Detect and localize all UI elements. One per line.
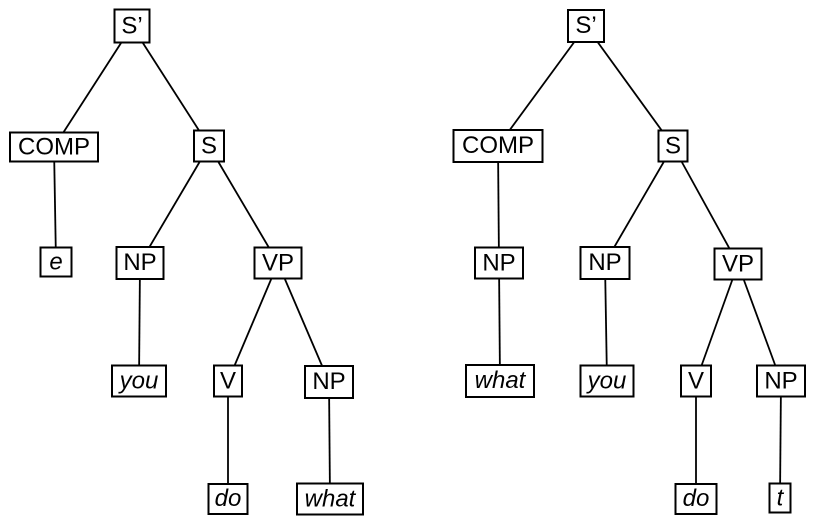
edge-right-comp-np_comp <box>497 145 500 264</box>
edge-right-s-np_subj <box>604 145 674 264</box>
edge-left-comp-e <box>53 146 57 263</box>
tree-node-left-s: S <box>193 129 225 163</box>
tree-node-right-t: t <box>768 482 792 514</box>
edge-left-vp-v <box>227 262 279 382</box>
edge-left-sbar-comp <box>53 25 133 148</box>
tree-node-left-np_subj: NP <box>115 246 165 280</box>
tree-node-right-np_subj: NP <box>579 246 631 280</box>
edge-left-sbar-s <box>131 25 210 147</box>
edge-left-vp-np_obj <box>277 262 330 383</box>
tree-node-right-np_obj: NP <box>756 364 806 398</box>
tree-node-left-comp: COMP <box>9 131 99 163</box>
edge-right-sbar-comp <box>497 25 587 147</box>
edge-right-s-vp <box>672 145 739 265</box>
tree-node-right-do: do <box>674 483 718 515</box>
tree-node-left-do: do <box>207 483 249 515</box>
tree-node-right-sbar: S’ <box>567 9 605 43</box>
edge-left-np_subj-you <box>138 262 141 382</box>
edge-right-vp-np_obj <box>737 263 782 382</box>
tree-node-left-sbar: S’ <box>113 8 151 44</box>
tree-node-left-vp: VP <box>253 246 303 280</box>
edge-right-np_comp-what <box>498 262 501 382</box>
tree-node-left-e: e <box>39 246 73 278</box>
tree-node-right-you: you <box>579 364 635 398</box>
tree-node-left-what: what <box>296 482 364 516</box>
edge-right-np_obj-t <box>779 380 782 499</box>
edge-left-s-vp <box>208 145 279 264</box>
tree-node-left-np_obj: NP <box>304 365 354 399</box>
tree-node-right-what: what <box>465 364 535 398</box>
tree-node-right-s: S <box>657 129 689 163</box>
tree-node-left-you: you <box>111 364 167 398</box>
edge-right-sbar-s <box>585 25 674 147</box>
tree-node-right-vp: VP <box>713 247 763 281</box>
edge-right-vp-v <box>695 263 739 382</box>
edge-left-np_obj-what <box>328 381 331 500</box>
tree-node-right-v: V <box>680 364 712 398</box>
tree-node-right-np_comp: NP <box>474 246 524 280</box>
tree-node-right-comp: COMP <box>452 129 544 163</box>
edge-right-np_subj-you <box>604 262 608 382</box>
tree-node-left-v: V <box>213 364 243 398</box>
edge-left-s-np_subj <box>139 145 210 264</box>
